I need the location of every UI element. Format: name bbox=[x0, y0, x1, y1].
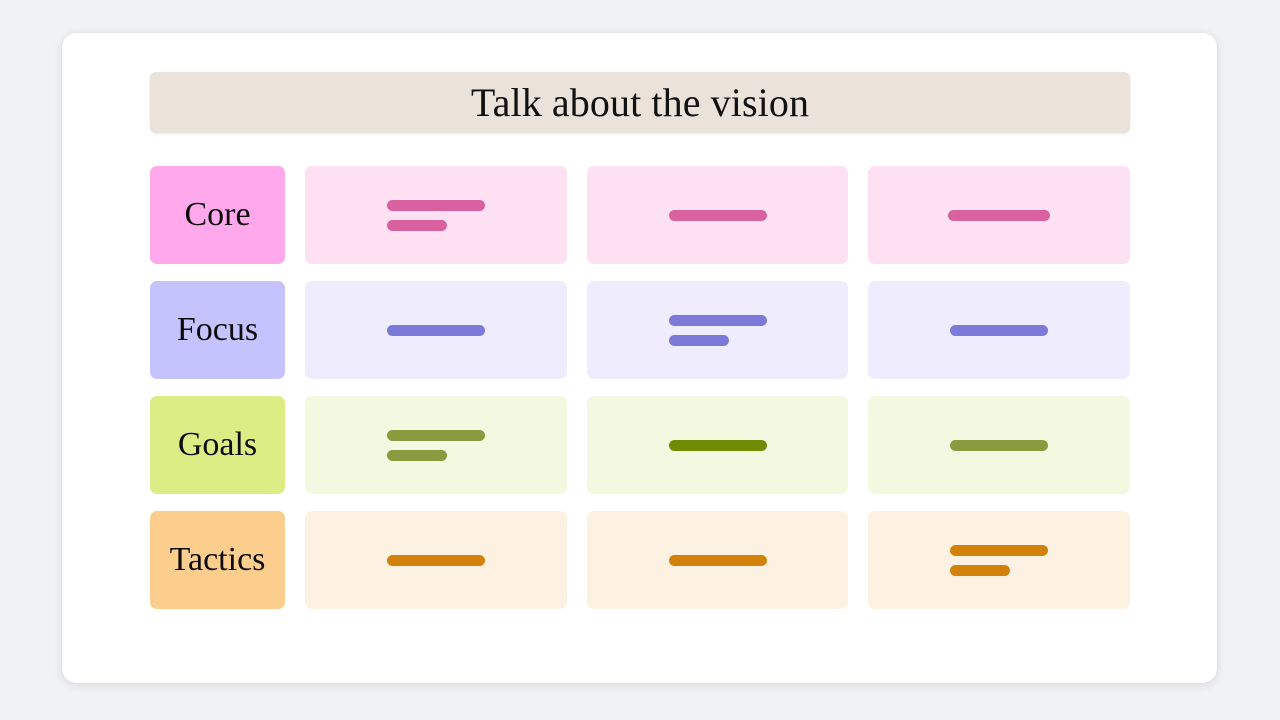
matrix-cell-tactics-1[interactable] bbox=[305, 511, 567, 609]
content-line-1 bbox=[948, 209, 1051, 221]
content-placeholder-lines bbox=[386, 429, 485, 461]
row-label-text: Goals bbox=[177, 426, 258, 463]
content-placeholder-lines bbox=[668, 314, 767, 346]
row-label-goals[interactable]: Goals bbox=[150, 396, 285, 494]
matrix-row-focus: Focus bbox=[150, 281, 1131, 379]
matrix-cell-goals-2[interactable] bbox=[586, 396, 849, 494]
matrix-cell-focus-1[interactable] bbox=[305, 281, 567, 379]
content-placeholder-lines bbox=[386, 554, 485, 566]
matrix-cell-core-3[interactable] bbox=[868, 166, 1131, 264]
matrix-cell-core-1[interactable] bbox=[305, 166, 567, 264]
row-label-tactics[interactable]: Tactics bbox=[150, 511, 285, 609]
content-line-1 bbox=[386, 199, 485, 211]
content-line-1 bbox=[668, 209, 767, 221]
content-placeholder-lines bbox=[668, 209, 767, 221]
content-placeholder-lines bbox=[668, 554, 767, 566]
content-line-2 bbox=[386, 219, 447, 231]
matrix-row-tactics: Tactics bbox=[150, 511, 1131, 609]
content-placeholder-lines bbox=[950, 439, 1049, 451]
matrix-cell-goals-1[interactable] bbox=[305, 396, 567, 494]
matrix-row-goals: Goals bbox=[150, 396, 1131, 494]
content-line-2 bbox=[668, 334, 729, 346]
title-banner[interactable]: Talk about the vision bbox=[150, 72, 1130, 133]
content-placeholder-lines bbox=[950, 324, 1049, 336]
content-line-1 bbox=[950, 544, 1049, 556]
matrix-cell-tactics-3[interactable] bbox=[868, 511, 1131, 609]
content-placeholder-lines bbox=[950, 544, 1049, 576]
content-placeholder-lines bbox=[948, 209, 1051, 221]
content-line-1 bbox=[386, 429, 485, 441]
matrix-cell-goals-3[interactable] bbox=[868, 396, 1131, 494]
content-line-1 bbox=[668, 314, 767, 326]
row-label-text: Core bbox=[184, 196, 251, 233]
content-line-2 bbox=[386, 449, 447, 461]
content-line-1 bbox=[386, 554, 485, 566]
row-label-text: Focus bbox=[176, 311, 259, 348]
content-line-1 bbox=[668, 554, 767, 566]
content-line-1 bbox=[668, 439, 767, 451]
matrix-cell-core-2[interactable] bbox=[586, 166, 849, 264]
row-label-text: Tactics bbox=[169, 541, 266, 578]
content-line-1 bbox=[950, 324, 1049, 336]
row-label-focus[interactable]: Focus bbox=[150, 281, 285, 379]
matrix-cell-focus-3[interactable] bbox=[868, 281, 1131, 379]
content-placeholder-lines bbox=[668, 439, 767, 451]
matrix-cell-focus-2[interactable] bbox=[586, 281, 849, 379]
matrix-cell-tactics-2[interactable] bbox=[586, 511, 849, 609]
content-placeholder-lines bbox=[386, 324, 485, 336]
page-title: Talk about the vision bbox=[470, 79, 810, 125]
content-line-1 bbox=[386, 324, 485, 336]
content-placeholder-lines bbox=[386, 199, 485, 231]
content-line-1 bbox=[950, 439, 1049, 451]
content-line-2 bbox=[950, 564, 1011, 576]
matrix-row-core: Core bbox=[150, 166, 1131, 264]
row-label-core[interactable]: Core bbox=[150, 166, 285, 264]
